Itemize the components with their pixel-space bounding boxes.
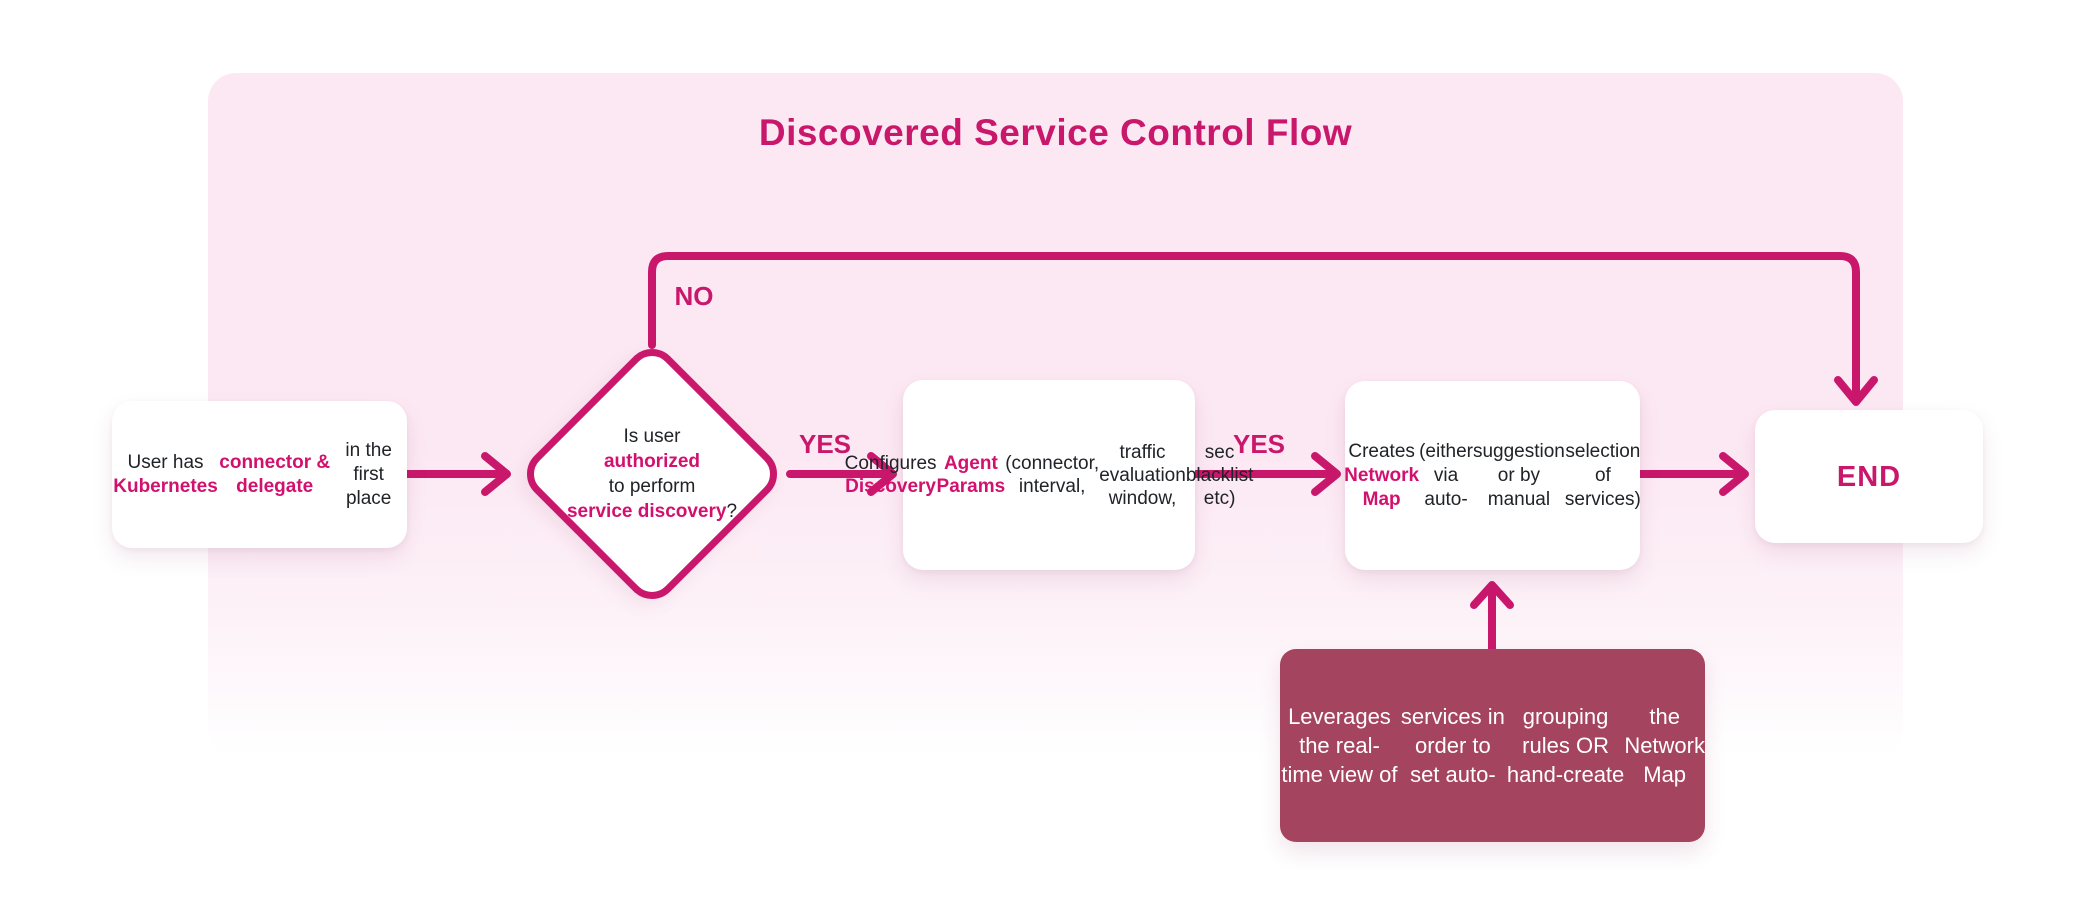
- edge-note-to-network-map: [1470, 581, 1514, 653]
- edge-no-loop-to-end: [648, 252, 1878, 406]
- edge-label-no: NO: [674, 281, 714, 311]
- edge-label-yes-decision: YES: [798, 429, 852, 459]
- end-node: END: [1755, 410, 1983, 543]
- network-map-node: Creates Network Map(either via auto-sugg…: [1344, 381, 1641, 570]
- edge-params-to-network-map: [1191, 452, 1341, 496]
- edge-label-yes-params: YES: [1232, 429, 1286, 459]
- edge-network-map-to-end: [1636, 452, 1749, 496]
- edge-decision-to-params: [786, 452, 897, 496]
- page-title: Discovered Service Control Flow: [758, 112, 1353, 153]
- edge-start-to-decision: [403, 452, 511, 496]
